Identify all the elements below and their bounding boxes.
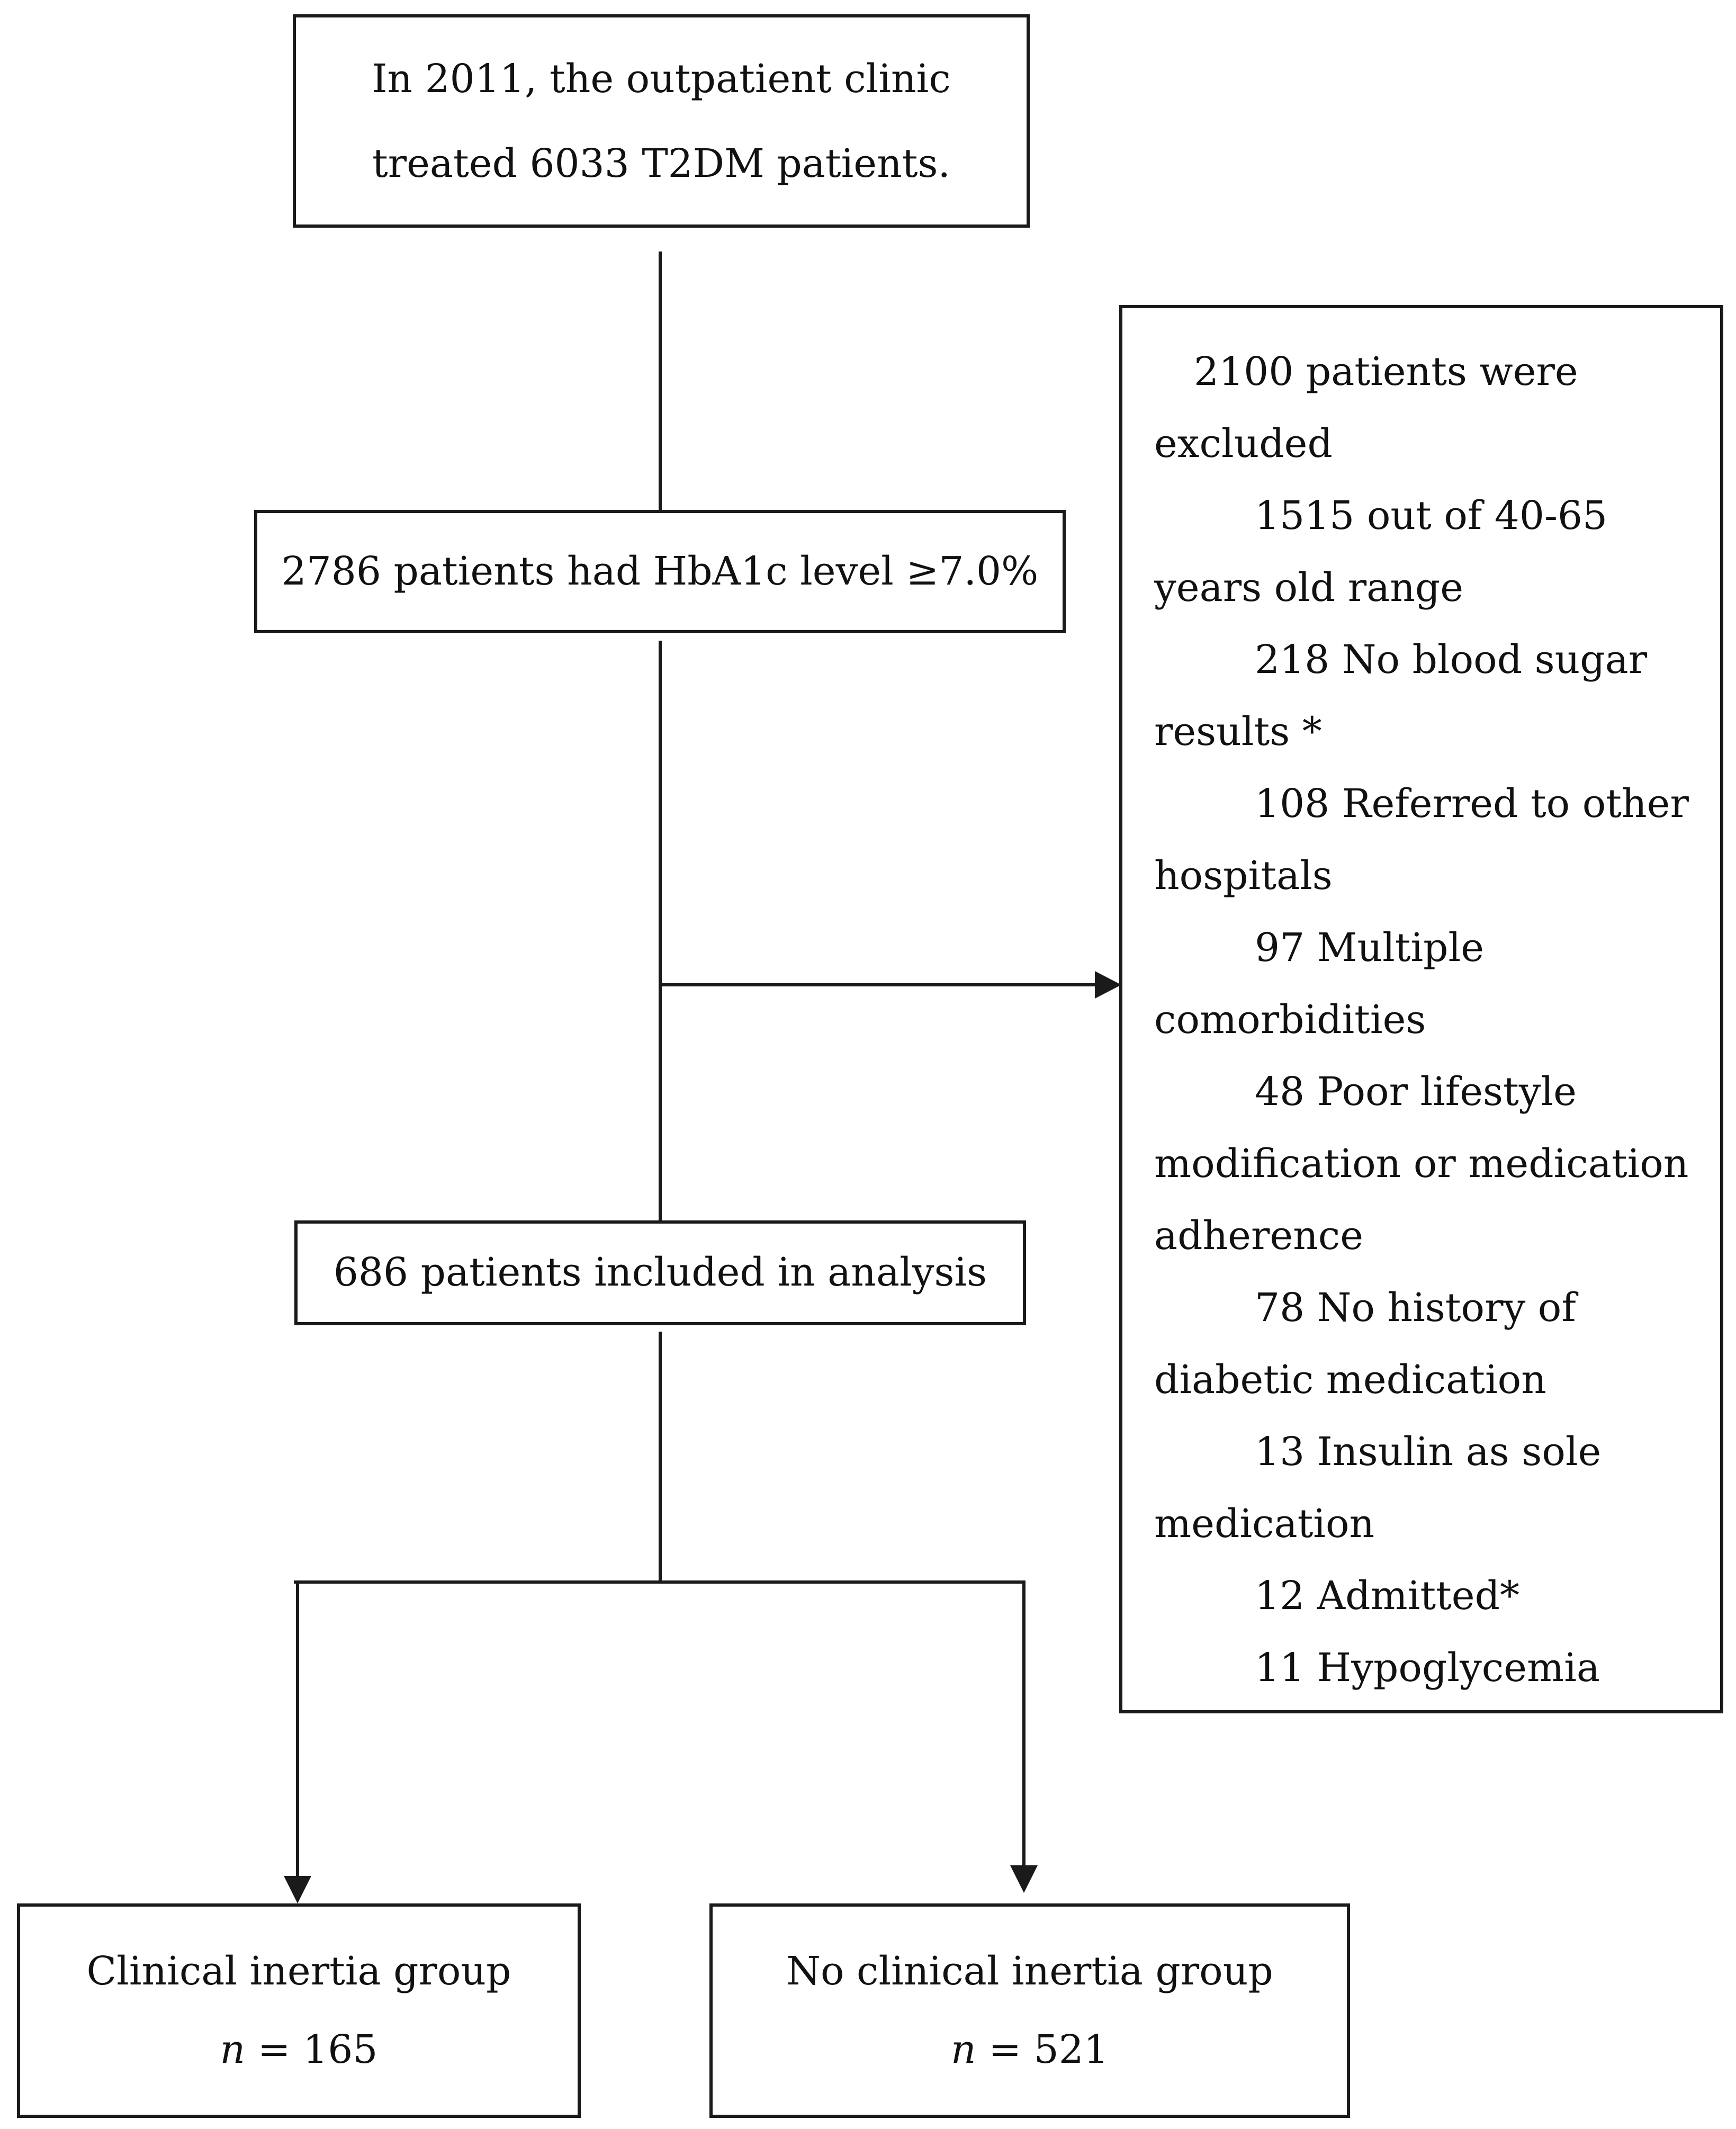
excluded-reason-insulin-cont: medication	[1154, 1501, 1375, 1547]
clinical-inertia-n-label: n	[220, 2026, 246, 2072]
start-box: In 2011, the outpatient clinic treated 6…	[293, 14, 1030, 228]
no-clinical-inertia-n-value: = 521	[988, 2026, 1109, 2072]
excluded-reason-age: 1515 out of 40-65	[1255, 493, 1608, 538]
excluded-reason-lifestyle-cont-2: adherence	[1154, 1213, 1364, 1259]
excluded-reason-admitted: 12 Admitted*	[1255, 1573, 1519, 1619]
excluded-reason-referred: 108 Referred to other	[1255, 781, 1689, 827]
clinical-inertia-box: Clinical inertia group n = 165	[17, 1903, 581, 2118]
start-line-2: treated 6033 T2DM patients.	[372, 140, 950, 186]
excluded-reason-blood-sugar-cont: results *	[1154, 709, 1322, 754]
excluded-reason-no-medication-cont: diabetic medication	[1154, 1357, 1546, 1403]
excluded-reason-lifestyle: 48 Poor lifestyle	[1255, 1069, 1577, 1115]
excluded-header-line-1: 2100 patients were	[1194, 349, 1578, 394]
arrowhead-to-inertia	[284, 1876, 311, 1903]
excluded-reason-blood-sugar: 218 No blood sugar	[1255, 637, 1648, 682]
excluded-box: 2100 patients were excluded 1515 out of …	[1119, 305, 1723, 1713]
included-box: 686 patients included in analysis	[294, 1220, 1026, 1325]
no-clinical-inertia-box: No clinical inertia group n = 521	[709, 1903, 1350, 2118]
excluded-reason-age-cont: years old range	[1154, 565, 1464, 610]
start-line-1: In 2011, the outpatient clinic	[372, 56, 951, 102]
excluded-reason-comorbidities-cont: comorbidities	[1154, 997, 1426, 1043]
arrowhead-to-no-inertia	[1010, 1865, 1038, 1893]
clinical-inertia-title: Clinical inertia group	[86, 1948, 511, 1995]
excluded-reason-no-medication: 78 No history of	[1255, 1285, 1576, 1331]
excluded-reason-hypoglycemia: 11 Hypoglycemia	[1255, 1645, 1600, 1691]
excluded-reason-referred-cont: hospitals	[1154, 853, 1333, 899]
clinical-inertia-count: n = 165	[220, 2022, 378, 2078]
excluded-reason-lifestyle-cont-1: modification or medication	[1154, 1141, 1689, 1187]
clinical-inertia-n-value: = 165	[257, 2026, 378, 2072]
excluded-header-line-2: excluded	[1154, 421, 1333, 466]
arrowhead-to-excluded	[1095, 971, 1121, 999]
excluded-reason-comorbidities: 97 Multiple	[1255, 925, 1485, 971]
no-clinical-inertia-title: No clinical inertia group	[786, 1948, 1273, 1995]
hba1c-box: 2786 patients had HbA1c level ≥7.0%	[254, 510, 1066, 633]
no-clinical-inertia-count: n = 521	[951, 2022, 1109, 2078]
hba1c-text: 2786 patients had HbA1c level ≥7.0%	[281, 548, 1039, 594]
included-text: 686 patients included in analysis	[333, 1250, 987, 1296]
excluded-reason-insulin: 13 Insulin as sole	[1255, 1429, 1602, 1475]
no-clinical-inertia-n-label: n	[951, 2026, 976, 2072]
